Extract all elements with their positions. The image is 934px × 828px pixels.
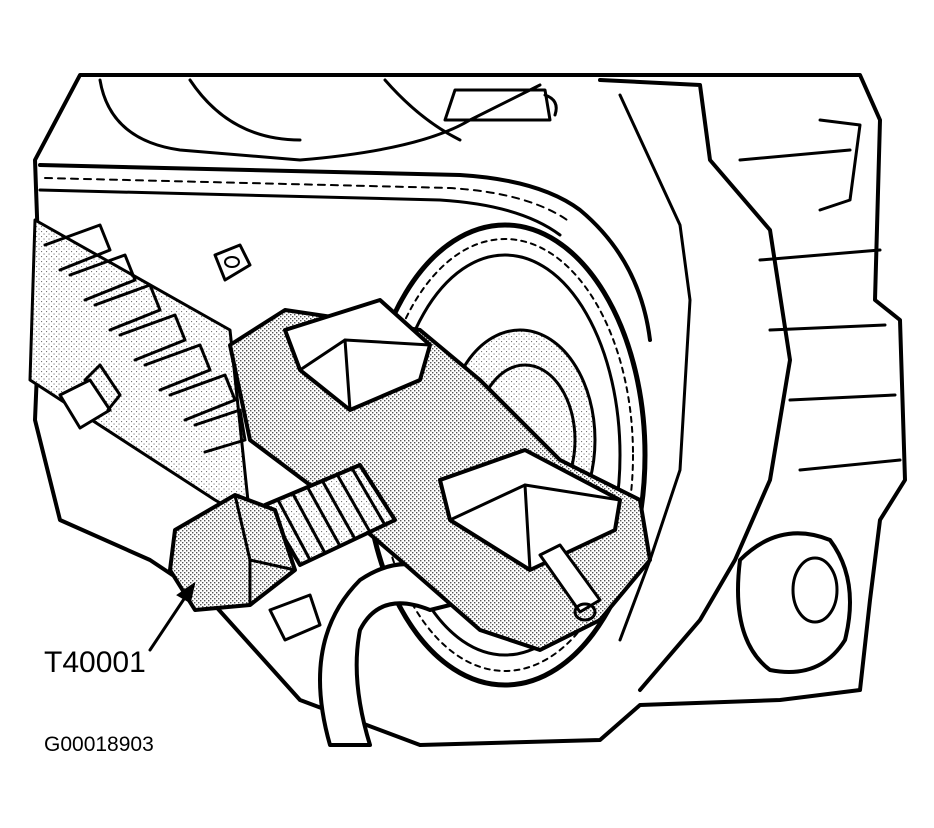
- engine-bracket: [318, 531, 852, 747]
- bolt-left: [58, 363, 122, 430]
- callout-arrow: [148, 581, 196, 652]
- tool-callout-label: T40001: [44, 646, 146, 679]
- locking-tool-t40001: [168, 298, 652, 652]
- bolt-upper: [213, 243, 252, 282]
- graphic-id-label: G00018903: [44, 733, 154, 756]
